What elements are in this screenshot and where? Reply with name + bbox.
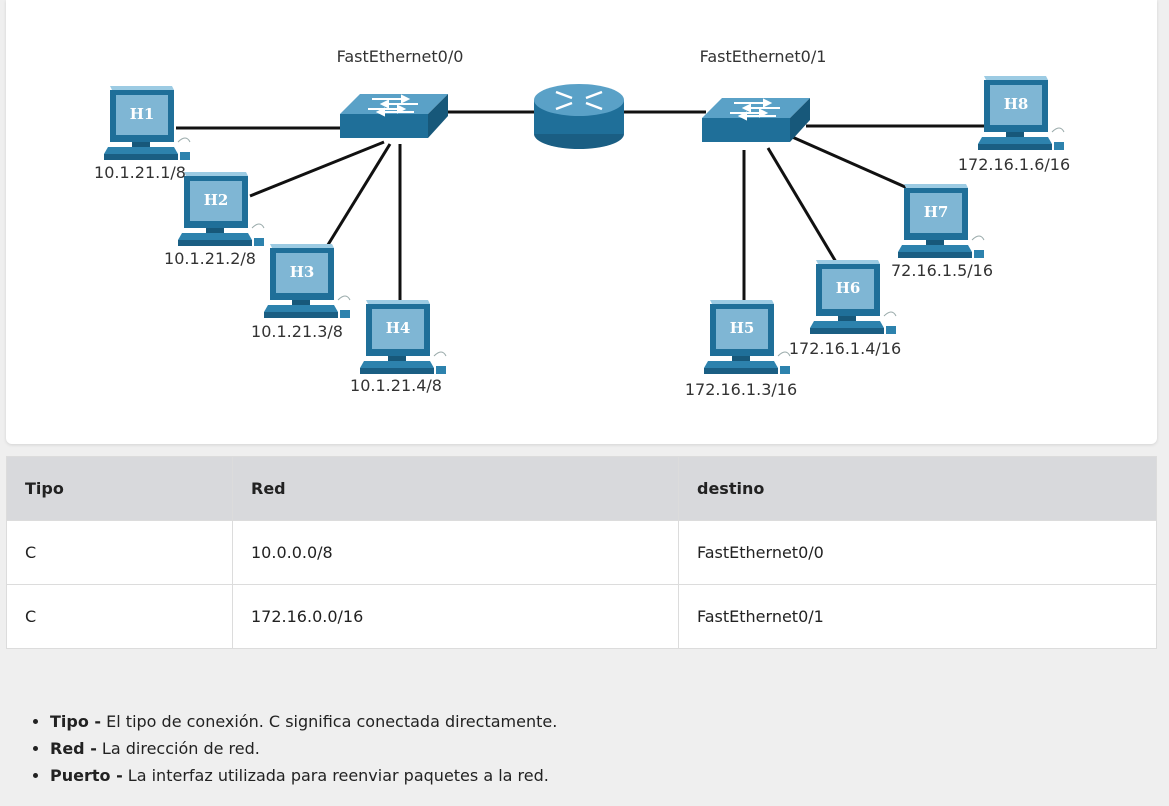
host-h4-ip: 10.1.21.4/8 xyxy=(350,376,442,395)
topology-svg: H1 H2 H3 H4 H5 H6 H7 H8 FastEthernet0/0 … xyxy=(94,47,1070,399)
cell-destino: FastEthernet0/1 xyxy=(678,584,1157,649)
host-h3-label: H3 xyxy=(290,263,315,281)
host-h2-label: H2 xyxy=(204,191,229,209)
legend-item-red: Red - La dirección de red. xyxy=(50,735,557,762)
host-h8-ip: 172.16.1.6/16 xyxy=(958,155,1070,174)
legend-item-tipo: Tipo - El tipo de conexión. C significa … xyxy=(50,708,557,735)
host-h1-icon xyxy=(103,85,191,161)
host-h4-label: H4 xyxy=(386,319,411,337)
table-row: C 10.0.0.0/8 FastEthernet0/0 xyxy=(6,520,1157,585)
host-h1-ip: 10.1.21.1/8 xyxy=(94,163,186,182)
host-h2-ip: 10.1.21.2/8 xyxy=(164,249,256,268)
host-h1-label: H1 xyxy=(130,105,155,123)
interface-right-label: FastEthernet0/1 xyxy=(700,47,827,66)
routing-table: Tipo Red destino C 10.0.0.0/8 FastEthern… xyxy=(6,456,1157,649)
header-destino: destino xyxy=(678,456,1157,521)
cell-tipo: C xyxy=(6,584,233,649)
host-h8-icon xyxy=(977,75,1065,151)
cell-destino: FastEthernet0/0 xyxy=(678,520,1157,585)
links xyxy=(176,110,988,300)
host-h7-label: H7 xyxy=(924,203,949,221)
table-row: C 172.16.0.0/16 FastEthernet0/1 xyxy=(6,584,1157,649)
cell-red: 10.0.0.0/8 xyxy=(232,520,679,585)
host-h2-icon xyxy=(177,171,265,247)
legend-item-puerto: Puerto - La interfaz utilizada para reen… xyxy=(50,762,557,789)
router-icon xyxy=(534,84,624,149)
host-h7-icon xyxy=(897,183,985,259)
host-h6-icon xyxy=(809,259,897,335)
host-h3-ip: 10.1.21.3/8 xyxy=(251,322,343,341)
host-h5-label: H5 xyxy=(730,319,755,337)
host-h6-label: H6 xyxy=(836,279,861,297)
cell-red: 172.16.0.0/16 xyxy=(232,584,679,649)
host-h5-icon xyxy=(703,299,791,375)
host-h7-ip: 72.16.1.5/16 xyxy=(891,261,993,280)
network-diagram: H1 H2 H3 H4 H5 H6 H7 H8 FastEthernet0/0 … xyxy=(6,0,1157,444)
cell-tipo: C xyxy=(6,520,233,585)
header-red: Red xyxy=(232,456,679,521)
switch-left-icon xyxy=(339,93,449,139)
interface-left-label: FastEthernet0/0 xyxy=(337,47,464,66)
table-header-row: Tipo Red destino xyxy=(6,456,1157,521)
switch-right-icon xyxy=(701,97,811,143)
host-h5-ip: 172.16.1.3/16 xyxy=(685,380,797,399)
host-h3-icon xyxy=(263,243,351,319)
host-h6-ip: 172.16.1.4/16 xyxy=(789,339,901,358)
host-h8-label: H8 xyxy=(1004,95,1029,113)
legend-list: Tipo - El tipo de conexión. C significa … xyxy=(30,708,557,789)
header-tipo: Tipo xyxy=(6,456,233,521)
host-h4-icon xyxy=(359,299,447,375)
